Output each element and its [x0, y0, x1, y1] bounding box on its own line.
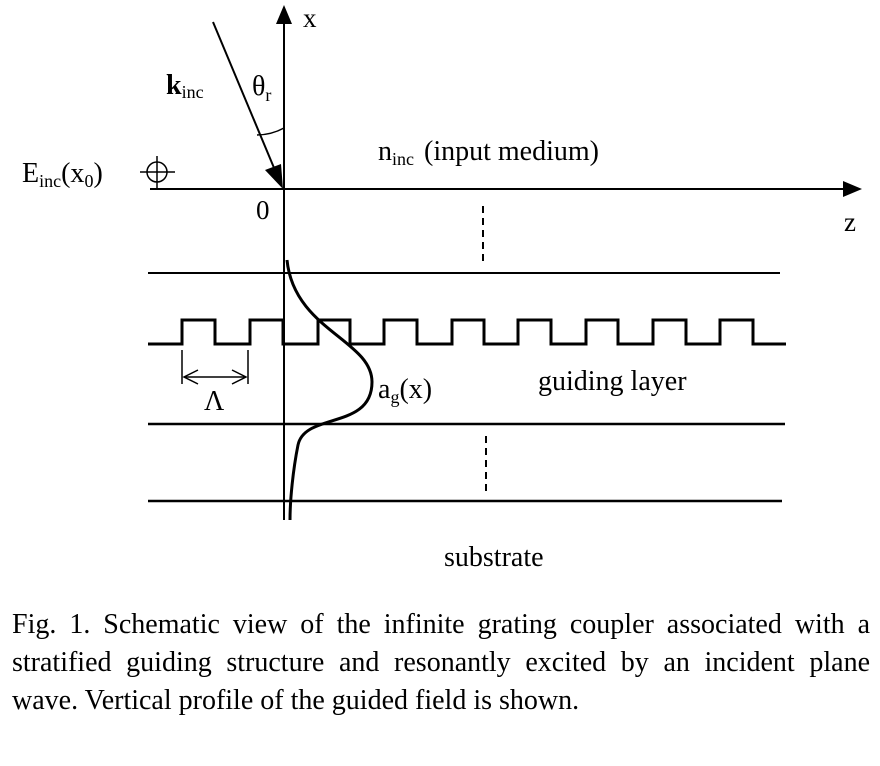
incident-wave-vector — [212, 21, 278, 176]
theta-angle-arc — [256, 127, 285, 136]
guided-field-profile — [285, 259, 374, 521]
grating-profile — [148, 318, 786, 346]
input-medium-label: ninc(input medium) — [378, 136, 599, 169]
theta-r-label: θr — [252, 71, 271, 105]
k-inc-label: kinc — [166, 70, 204, 102]
origin-label: 0 — [256, 195, 270, 225]
guided-field-label: ag(x) — [378, 374, 432, 407]
guiding-layer-label: guiding layer — [538, 366, 687, 397]
period-arrowhead-left — [182, 369, 199, 385]
figure-caption: Fig. 1. Schematic view of the infinite g… — [12, 609, 870, 716]
x-axis-arrowhead — [276, 5, 292, 24]
grating-coupler-diagram: x z 0 kinc θr Einc(x0) ninc(input medium… — [22, 3, 862, 573]
incident-wave-arrowhead — [265, 164, 283, 189]
e-inc-label: Einc(x0) — [22, 158, 103, 191]
period-label: Λ — [204, 386, 225, 417]
z-axis-label: z — [844, 207, 856, 237]
substrate-label: substrate — [444, 542, 544, 573]
z-axis-arrowhead — [843, 181, 862, 197]
x-axis-label: x — [303, 3, 317, 33]
period-arrowhead-right — [231, 369, 248, 385]
